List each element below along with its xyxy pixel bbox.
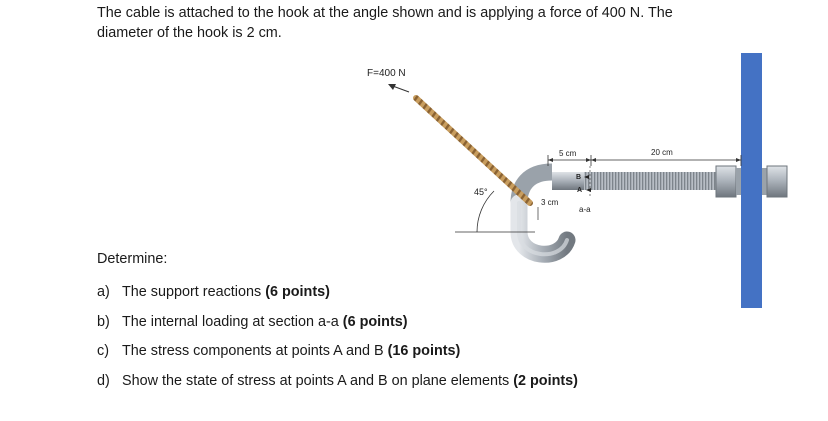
point-b-label: B <box>576 174 581 181</box>
question-text: The stress components at points A and B <box>122 343 388 359</box>
washer-right <box>762 168 767 195</box>
point-b-marker <box>584 175 589 179</box>
question-points: (6 points) <box>265 284 330 300</box>
question-label: d) <box>97 372 110 389</box>
bolt-shank <box>552 172 584 190</box>
washer-left <box>736 168 741 195</box>
cable <box>413 95 533 206</box>
question-points: (16 points) <box>387 343 461 359</box>
question-list: a) The support reactions (6 points) b) The… <box>97 283 578 401</box>
point-a-label: A <box>577 187 582 194</box>
dimension-20cm-label: 20 cm <box>651 148 673 157</box>
angle-label: 45° <box>474 187 488 197</box>
question-points: (6 points) <box>342 313 408 330</box>
nut-right <box>766 165 788 198</box>
dimension-3cm-label: 3 cm <box>541 198 559 207</box>
determine-heading: Determine: <box>97 251 168 267</box>
dimension-5cm-label: 5 cm <box>559 149 577 158</box>
problem-statement-line-1: The cable is attached to the hook at the… <box>97 5 673 21</box>
problem-statement-line-2: diameter of the hook is 2 cm. <box>97 25 282 41</box>
question-label: c) <box>97 343 109 359</box>
section-label: a-a <box>579 205 591 214</box>
bolt-thread <box>583 172 718 190</box>
force-label: F=400 N <box>367 68 406 79</box>
angle-arc <box>476 190 495 233</box>
question-text: The internal loading at section a-a <box>122 313 343 330</box>
question-text: The support reactions <box>122 284 266 300</box>
question-item: d) Show the state of stress at points A a… <box>97 372 578 402</box>
question-item: c) The stress components at points A and … <box>97 342 578 372</box>
question-label: a) <box>97 284 110 300</box>
question-item: a) The support reactions (6 points) <box>97 283 578 313</box>
question-item: b) The internal loading at section a-a (6… <box>97 313 578 343</box>
nut-left <box>715 165 737 198</box>
question-text: Show the state of stress at points A and… <box>122 372 514 389</box>
problem-statement: The cable is attached to the hook at the… <box>97 3 737 43</box>
question-label: b) <box>97 313 110 330</box>
wall-support <box>741 53 762 308</box>
question-points: (2 points) <box>513 372 578 389</box>
